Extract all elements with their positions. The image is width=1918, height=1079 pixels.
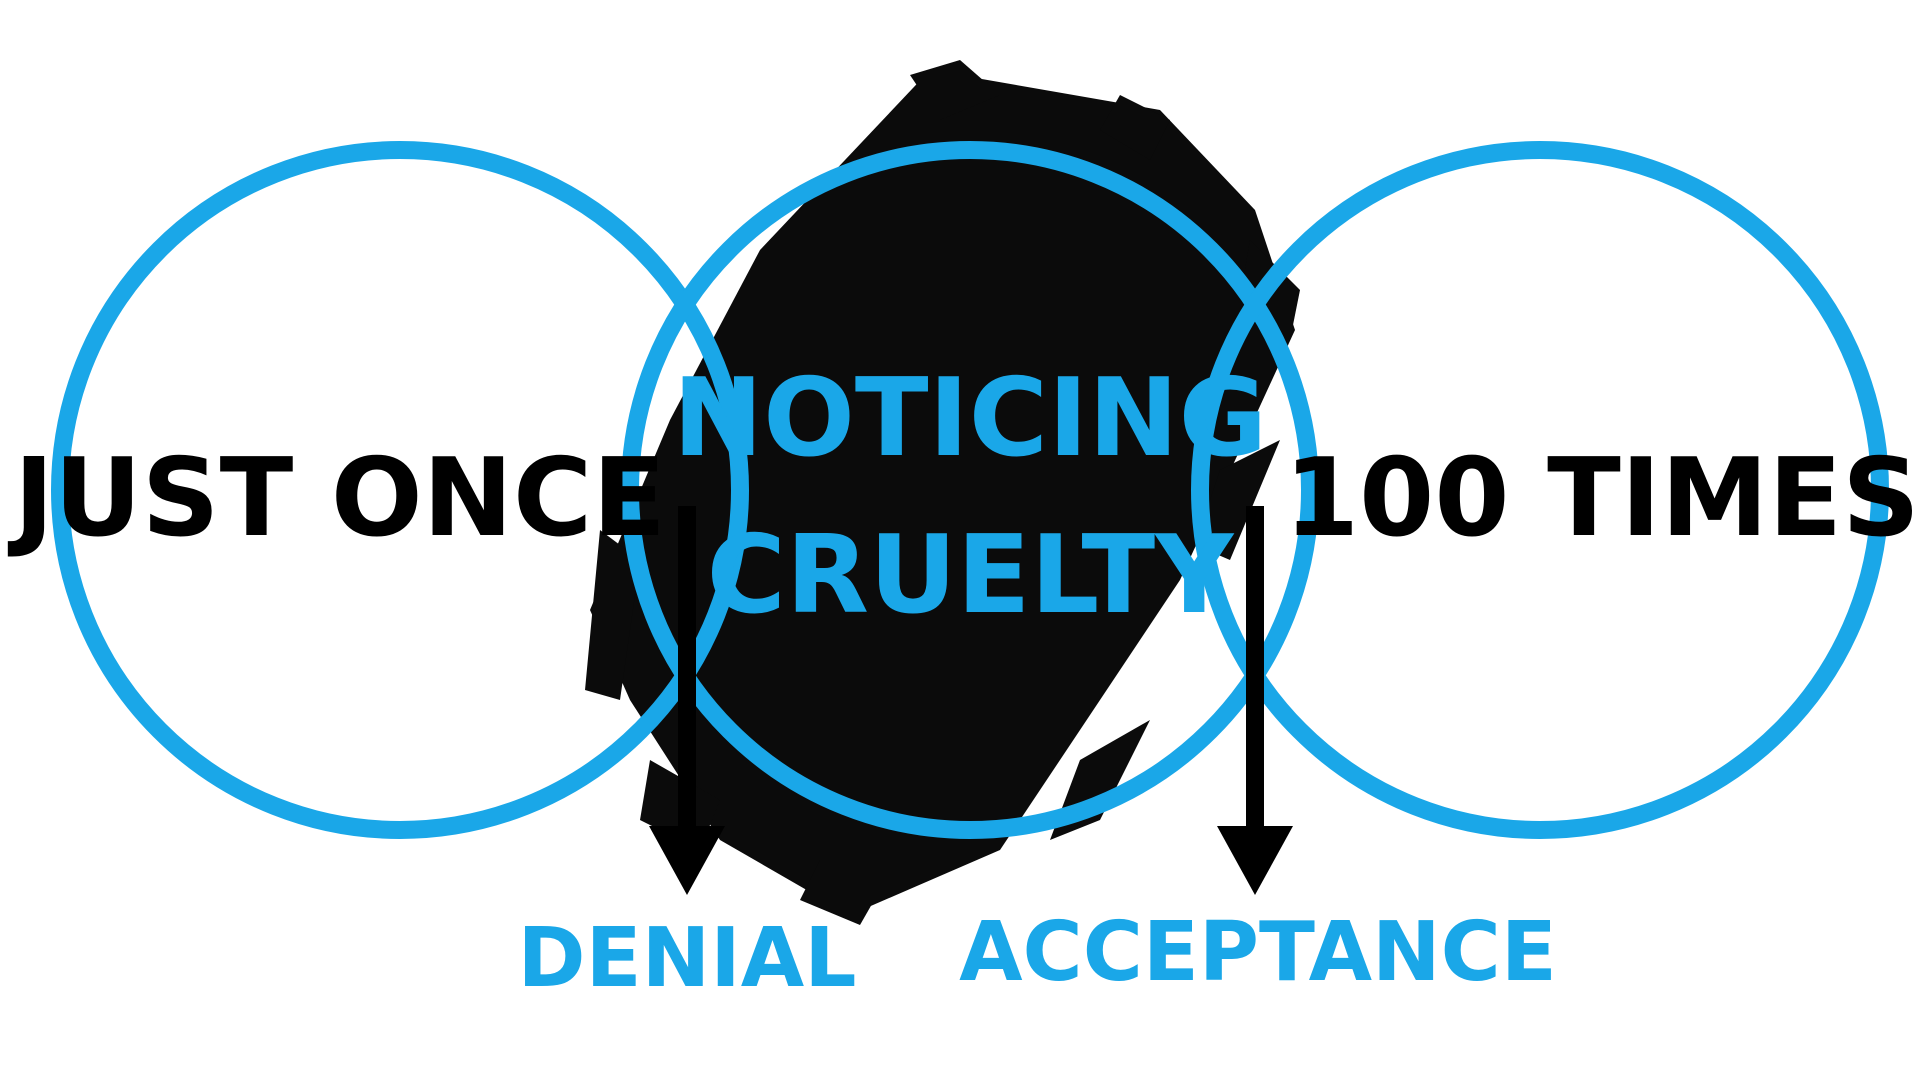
center-circle-label-line2: CRUELTY	[707, 513, 1236, 638]
right-circle-label: 100 TIMES	[1284, 436, 1918, 561]
center-circle	[621, 141, 1319, 839]
left-circle-label: JUST ONCE	[7, 436, 666, 561]
acceptance-label: ACCEPTANCE	[959, 905, 1557, 1000]
left-circle	[51, 141, 749, 839]
right-circle	[1191, 141, 1889, 839]
down-arrow-icon	[649, 506, 725, 895]
down-arrow-icon	[1217, 506, 1293, 895]
denial-label: DENIAL	[518, 911, 857, 1006]
center-circle-label-line1: NOTICING	[673, 356, 1268, 481]
